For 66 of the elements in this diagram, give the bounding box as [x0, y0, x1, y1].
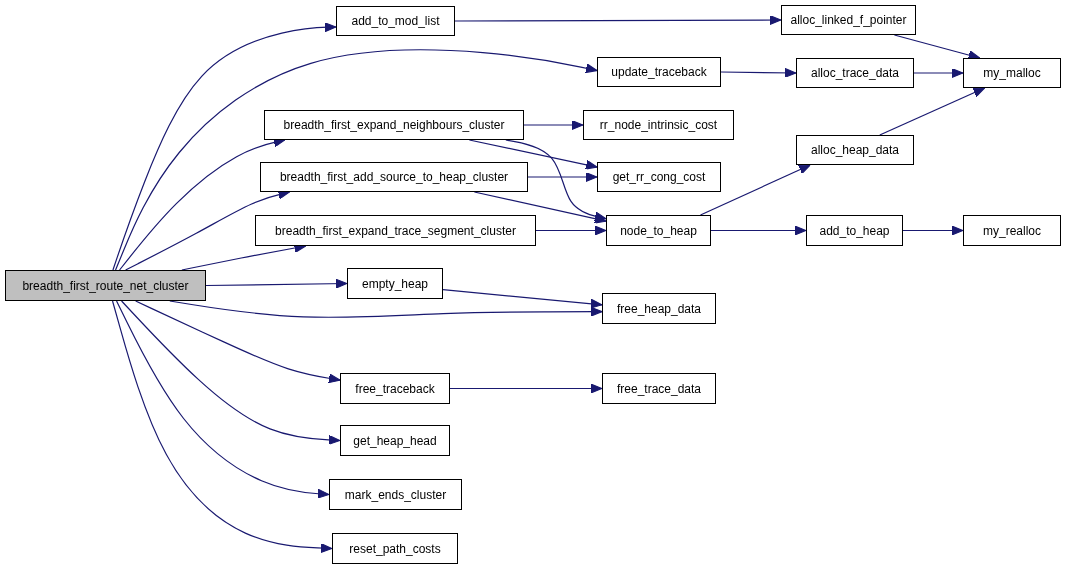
function-name: alloc_trace_data [810, 66, 900, 80]
function-name: breadth_first_add_source_to_heap_cluster [279, 170, 509, 184]
function-name: get_heap_head [353, 433, 437, 448]
function-name: get_rr_cong_cost [612, 170, 706, 184]
function-name: my_malloc [983, 66, 1041, 80]
call-arrow [720, 67, 797, 78]
function-name: add_to_heap [819, 223, 890, 238]
call-arrow [473, 191, 607, 224]
function-name: alloc_linked_f_pointer [790, 13, 907, 27]
function-box [602, 373, 716, 404]
call-arrow [454, 15, 782, 25]
function-box [796, 58, 914, 88]
function-box [340, 425, 450, 456]
function-box [5, 270, 206, 301]
call-arrow [115, 300, 330, 499]
function-box [963, 58, 1061, 88]
function-box [340, 373, 450, 404]
function-box [332, 533, 458, 564]
function-name: breadth_first_expand_neighbours_cluster [283, 118, 505, 132]
call-arrow [893, 34, 981, 60]
function-box [806, 215, 903, 246]
call-arrow [135, 300, 341, 384]
function-box [336, 6, 455, 36]
function-box [347, 268, 443, 299]
call-arrow [710, 225, 807, 236]
function-box [963, 215, 1061, 246]
function-name: node_to_heap [620, 223, 697, 238]
function-box [796, 135, 914, 165]
call-arrow [902, 225, 964, 236]
function-box [597, 57, 721, 87]
function-box [597, 162, 721, 192]
call-arrow [121, 300, 341, 445]
call-arrow [535, 225, 607, 236]
function-box [781, 5, 916, 35]
function-name: rr_node_intrinsic_cost [599, 118, 718, 132]
call-arrow [699, 164, 811, 216]
call-arrow [114, 49, 598, 271]
function-name: my_realloc [983, 223, 1041, 238]
function-box [260, 162, 528, 192]
function-name: free_traceback [355, 381, 435, 396]
function-name: breadth_first_expand_trace_segment_cluster [275, 223, 516, 238]
call-arrow [913, 68, 964, 78]
call-arrow [205, 278, 348, 289]
call-arrow [523, 120, 584, 130]
call-arrow [449, 383, 603, 394]
function-name: empty_heap [361, 276, 428, 291]
function-box [255, 215, 536, 246]
call-arrow [879, 87, 986, 136]
function-name: reset_path_costs [349, 541, 441, 556]
call-arrow [442, 289, 603, 309]
function-box [606, 215, 711, 246]
call-arrow [505, 139, 607, 222]
function-box [583, 110, 734, 140]
function-box [329, 479, 462, 510]
function-name: free_heap_data [616, 301, 702, 316]
function-name: alloc_heap_data [810, 143, 900, 157]
call-arrow [112, 22, 337, 271]
function-name: free_trace_data [616, 381, 702, 396]
call-arrow [111, 300, 333, 553]
function-name: mark_ends_cluster [344, 487, 447, 502]
function-box [264, 110, 524, 140]
function-name: breadth_first_route_net_cluster [22, 278, 189, 293]
call-arrow [527, 172, 598, 182]
function-name: add_to_mod_list [351, 14, 440, 28]
function-box [602, 293, 716, 324]
function-name: update_traceback [611, 65, 707, 79]
